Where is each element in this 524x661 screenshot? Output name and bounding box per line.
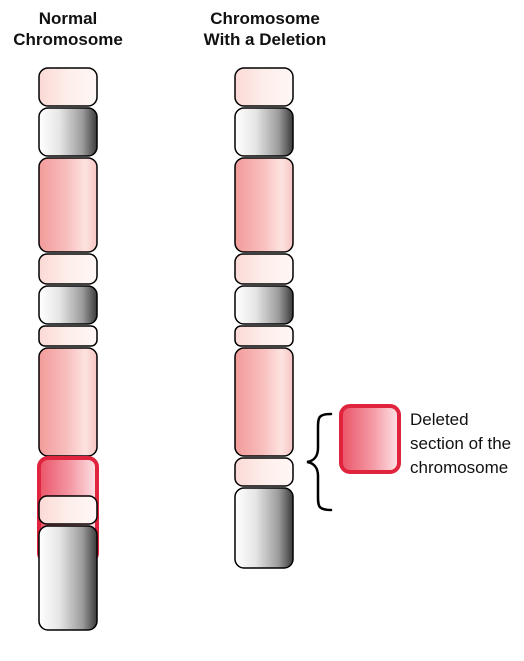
deleted-label-line1: Deleted <box>410 408 524 432</box>
normal-band-12 <box>39 526 97 630</box>
normal-band-4 <box>39 254 97 284</box>
deletion-chromosome <box>235 68 293 568</box>
normal-band-1 <box>39 68 97 106</box>
normal-band-5 <box>39 286 97 324</box>
normal-chromosome <box>39 68 97 630</box>
normal-band-2 <box>39 108 97 156</box>
curly-brace <box>307 414 331 510</box>
normal-band-6 <box>39 326 97 346</box>
deleted-section-label: Deleted section of the chromosome <box>410 408 524 480</box>
deletion-band-7 <box>235 348 293 456</box>
deletion-band-6 <box>235 326 293 346</box>
deleted-label-line2: section of the <box>410 432 524 456</box>
deletion-band-9 <box>235 488 293 568</box>
deletion-band-5 <box>235 286 293 324</box>
deletion-band-2 <box>235 108 293 156</box>
deletion-band-3 <box>235 158 293 252</box>
normal-band-7 <box>39 348 97 456</box>
normal-band-3 <box>39 158 97 252</box>
deletion-band-8 <box>235 458 293 486</box>
deleted-label-line3: chromosome <box>410 456 524 480</box>
normal-band-11 <box>39 496 97 524</box>
deletion-band-1 <box>235 68 293 106</box>
deletion-band-4 <box>235 254 293 284</box>
deleted-section <box>341 406 399 472</box>
